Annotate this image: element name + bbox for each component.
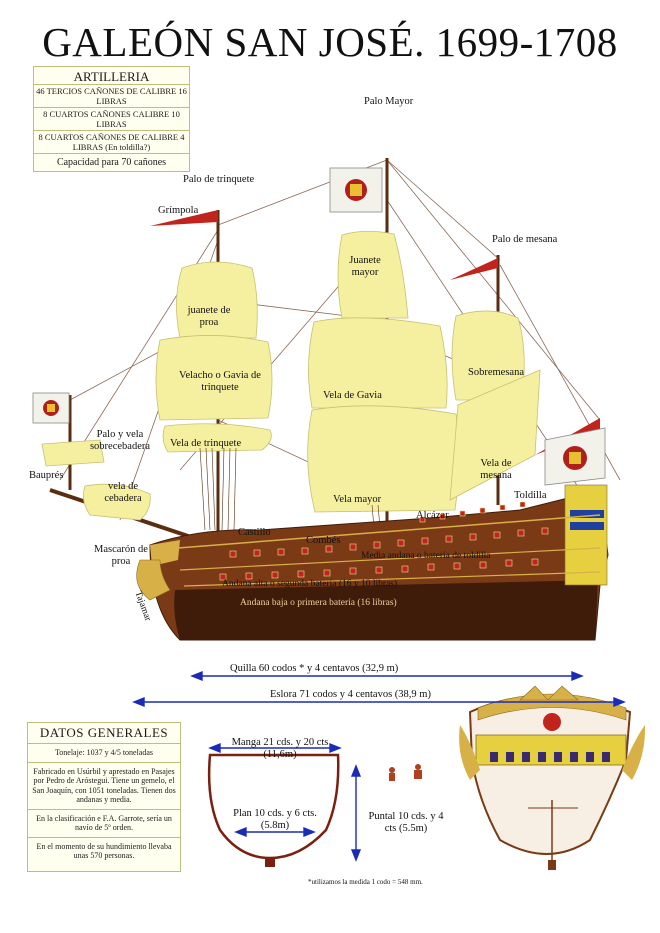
label-vela-gavia: Vela de Gavia xyxy=(323,390,382,401)
artilleria-row: 8 CUARTOS CAÑONES CALIBRE 10 LIBRAS xyxy=(34,108,189,131)
mesana-pennant xyxy=(450,258,498,280)
gun-ports xyxy=(219,501,549,581)
label-baupres: Bauprés xyxy=(29,470,64,481)
ship-hull xyxy=(136,484,609,641)
label-palo-trinquete: Palo de trinquete xyxy=(183,174,255,185)
label-vela-cebadera: vela de cebadera xyxy=(104,481,142,504)
datos-heading: DATOS GENERALES xyxy=(28,723,180,744)
artilleria-box: ARTILLERIA 46 TERCIOS CAÑONES DE CALIBRE… xyxy=(33,66,190,172)
label-vela-mesana: Vela de mesana xyxy=(480,458,512,481)
grimpola-pennant xyxy=(150,210,218,226)
label-palo-mayor: Palo Mayor xyxy=(364,96,414,107)
label-vela-mayor: Vela mayor xyxy=(333,494,382,505)
flag-mayor xyxy=(329,167,383,213)
label-juanete-proa: juanete de proa xyxy=(187,305,231,328)
ratlines xyxy=(199,447,381,531)
label-puntal: Puntal 10 cds. y 4 cts (5.5m) xyxy=(368,811,444,834)
label-alcazar: Alcázar xyxy=(416,510,449,521)
footnote: *utilizamos la medida 1 codo = 548 mm. xyxy=(308,878,423,886)
label-sobremesana: Sobremesana xyxy=(468,367,524,378)
label-combes: Combés xyxy=(306,535,341,546)
label-palo-mesana: Palo de mesana xyxy=(492,234,558,245)
dimension-arrows xyxy=(132,670,626,862)
label-manga: Manga 21 cds. y 20 cts (11,6m) xyxy=(231,737,329,760)
label-andana-baja: Andana baja o primera batería (16 libras… xyxy=(240,598,397,608)
datos-generales-box: DATOS GENERALES Tonelaje: 1037 y 4/5 ton… xyxy=(27,722,181,872)
label-vela-trinquete: Vela de trinquete xyxy=(170,438,242,449)
label-castillo: Castillo xyxy=(238,527,271,538)
label-quilla: Quilla 60 codos * y 4 centavos (32,9 m) xyxy=(230,663,399,674)
label-grimpola: Grímpola xyxy=(158,205,199,216)
label-plan: Plan 10 cds. y 6 cts. (5.8m) xyxy=(233,808,317,831)
sails xyxy=(41,230,541,521)
artilleria-heading: ARTILLERIA xyxy=(34,67,189,85)
artilleria-capacity: Capacidad para 70 cañones xyxy=(56,157,167,168)
page-title: GALEÓN SAN JOSÉ. 1699-1708 xyxy=(42,19,618,65)
label-mascaron: Mascarón de proa xyxy=(94,544,148,567)
label-media-andana: Media andana o batería de toldilla xyxy=(361,551,491,561)
datos-paragraph: En el momento de su hundimiento llevaba … xyxy=(36,841,172,861)
label-andana-alta: Andana alta o segunda batería (16 y 10 l… xyxy=(222,579,398,589)
label-palo-sobrecebadera: Palo y vela sobrecebadera xyxy=(89,429,151,452)
stern-view xyxy=(459,685,646,870)
human-figures xyxy=(389,764,422,781)
label-toldilla: Toldilla xyxy=(514,490,547,501)
flag-toldilla xyxy=(544,427,606,486)
artilleria-row: 8 CUARTOS CAÑONES DE CALIBRE 4 LIBRAS (E… xyxy=(34,131,189,154)
datos-paragraph: Fabricado en Usúrbil y aprestado en Pasa… xyxy=(28,763,180,810)
label-eslora: Eslora 71 codos y 4 centavos (38,9 m) xyxy=(270,689,431,700)
artilleria-row: 46 TERCIOS CAÑONES DE CALIBRE 16 LIBRAS xyxy=(34,85,189,108)
datos-paragraph: Tonelaje: 1037 y 4/5 toneladas xyxy=(28,744,180,763)
flag-bauprés xyxy=(32,392,70,424)
label-velacho: Velacho o Gavia de trinquete xyxy=(179,370,261,393)
datos-paragraph: En la clasificación e F.A. Garrote, serí… xyxy=(28,810,180,838)
label-juanete-mayor: Juanete mayor xyxy=(349,255,381,278)
